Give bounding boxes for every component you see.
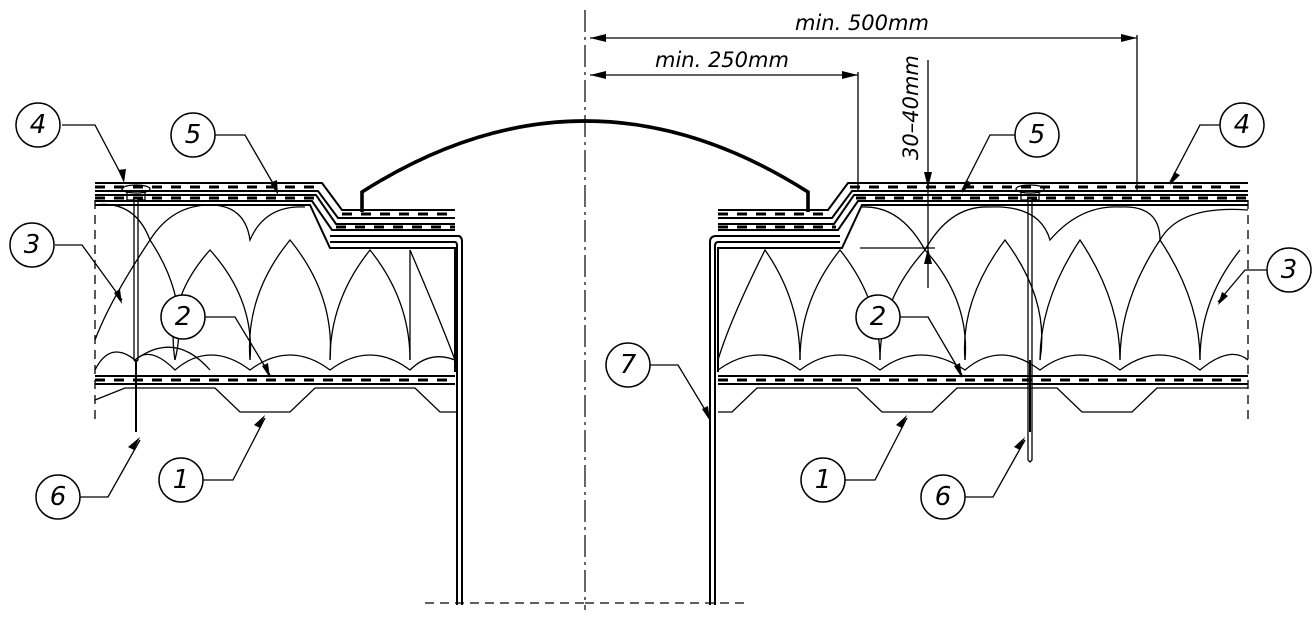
left-sleeve-wall bbox=[330, 235, 463, 605]
callout-7-label: 7 bbox=[620, 350, 637, 380]
callout-3-left-label: 3 bbox=[24, 230, 41, 260]
dimension-height: 30–40mm bbox=[860, 55, 935, 288]
dimension-height-label: 30–40mm bbox=[899, 55, 923, 160]
callout-5-left-label: 5 bbox=[185, 120, 202, 150]
callout-4-left-label: 4 bbox=[30, 110, 47, 140]
callout-4-right: 4 bbox=[1169, 102, 1265, 185]
callout-1-left-label: 1 bbox=[173, 465, 190, 495]
left-roof-section bbox=[94, 182, 460, 432]
dimension-inner: min. 250mm bbox=[590, 48, 859, 190]
callout-7: 7 bbox=[605, 342, 711, 421]
dimension-outer-label: min. 500mm bbox=[795, 11, 929, 35]
callout-5-right: 5 bbox=[961, 112, 1060, 193]
callout-1-right: 1 bbox=[800, 415, 908, 503]
callout-3-right-label: 3 bbox=[1281, 255, 1298, 285]
right-roof-section bbox=[717, 182, 1249, 463]
callout-2-left: 2 bbox=[160, 294, 271, 378]
callout-2-right: 2 bbox=[855, 294, 963, 378]
dimension-inner-label: min. 250mm bbox=[655, 48, 789, 72]
callout-6-left: 6 bbox=[35, 437, 141, 520]
dimension-outer: min. 500mm bbox=[590, 11, 1138, 190]
callout-2-right-label: 2 bbox=[870, 302, 887, 332]
callout-6-right: 6 bbox=[920, 437, 1026, 520]
callout-3-right: 3 bbox=[1217, 247, 1312, 305]
callout-6-right-label: 6 bbox=[935, 482, 952, 512]
callout-5-right-label: 5 bbox=[1029, 120, 1046, 150]
callout-1-right-label: 1 bbox=[815, 465, 832, 495]
callout-6-left-label: 6 bbox=[50, 482, 67, 512]
callout-4-left: 4 bbox=[15, 102, 126, 183]
callout-1-left: 1 bbox=[158, 415, 266, 503]
callout-5-left: 5 bbox=[170, 112, 279, 195]
callout-2-left-label: 2 bbox=[175, 302, 192, 332]
callout-3-left: 3 bbox=[9, 222, 123, 304]
dome-cap bbox=[360, 119, 810, 212]
right-sleeve-wall bbox=[709, 235, 840, 605]
callout-4-right-label: 4 bbox=[1234, 110, 1251, 140]
